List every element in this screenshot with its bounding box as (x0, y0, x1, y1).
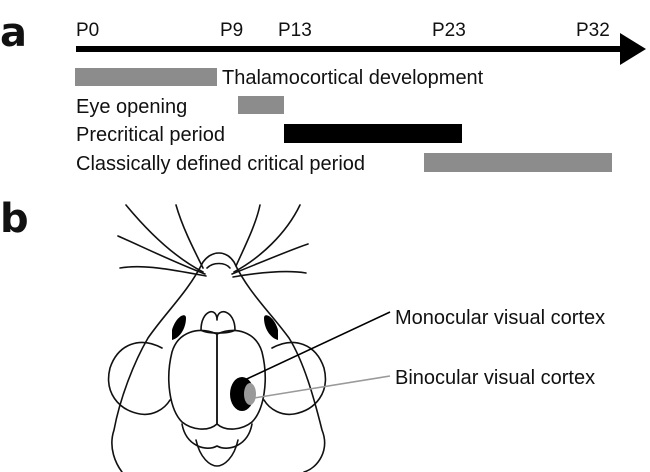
timeline: P0 P9 P13 P23 P32 (76, 20, 646, 65)
panel-label-a: a (0, 10, 27, 56)
label-critical-period: Classically defined critical period (76, 153, 365, 175)
left-eye (172, 315, 186, 340)
olfactory-bulbs (200, 310, 236, 334)
binocular-visual-cortex-zone (244, 383, 256, 405)
bar-thalamocortical-development (75, 68, 217, 86)
mouse-head-illustration (107, 204, 327, 472)
head-outline (111, 252, 326, 472)
bar-critical-period (424, 153, 612, 172)
monocular-leader-line (235, 311, 391, 385)
label-thalamocortical-development: Thalamocortical development (222, 67, 484, 89)
tick-p13: P13 (278, 20, 312, 41)
bar-eye-opening (238, 96, 284, 114)
label-precritical-period: Precritical period (76, 124, 225, 146)
tick-p32: P32 (576, 20, 610, 41)
brainstem (195, 439, 239, 467)
nose (206, 262, 231, 269)
right-eye (264, 315, 278, 340)
left-ear (107, 341, 171, 416)
panel-label-b: b (0, 196, 29, 242)
tick-p23: P23 (432, 20, 466, 41)
tick-p0: P0 (76, 20, 99, 41)
left-hemisphere (168, 329, 218, 430)
right-ear (263, 341, 327, 416)
timeline-arrowhead (620, 33, 646, 65)
tick-p9: P9 (220, 20, 243, 41)
cerebellum (181, 423, 253, 449)
binocular-leader-line (253, 375, 391, 399)
label-eye-opening: Eye opening (76, 96, 187, 118)
label-monocular-visual-cortex: Monocular visual cortex (395, 307, 605, 329)
whiskers (117, 204, 309, 278)
period-bars: Thalamocortical development Eye opening … (75, 67, 612, 175)
label-binocular-visual-cortex: Binocular visual cortex (395, 367, 595, 389)
bar-precritical-period (284, 124, 462, 143)
